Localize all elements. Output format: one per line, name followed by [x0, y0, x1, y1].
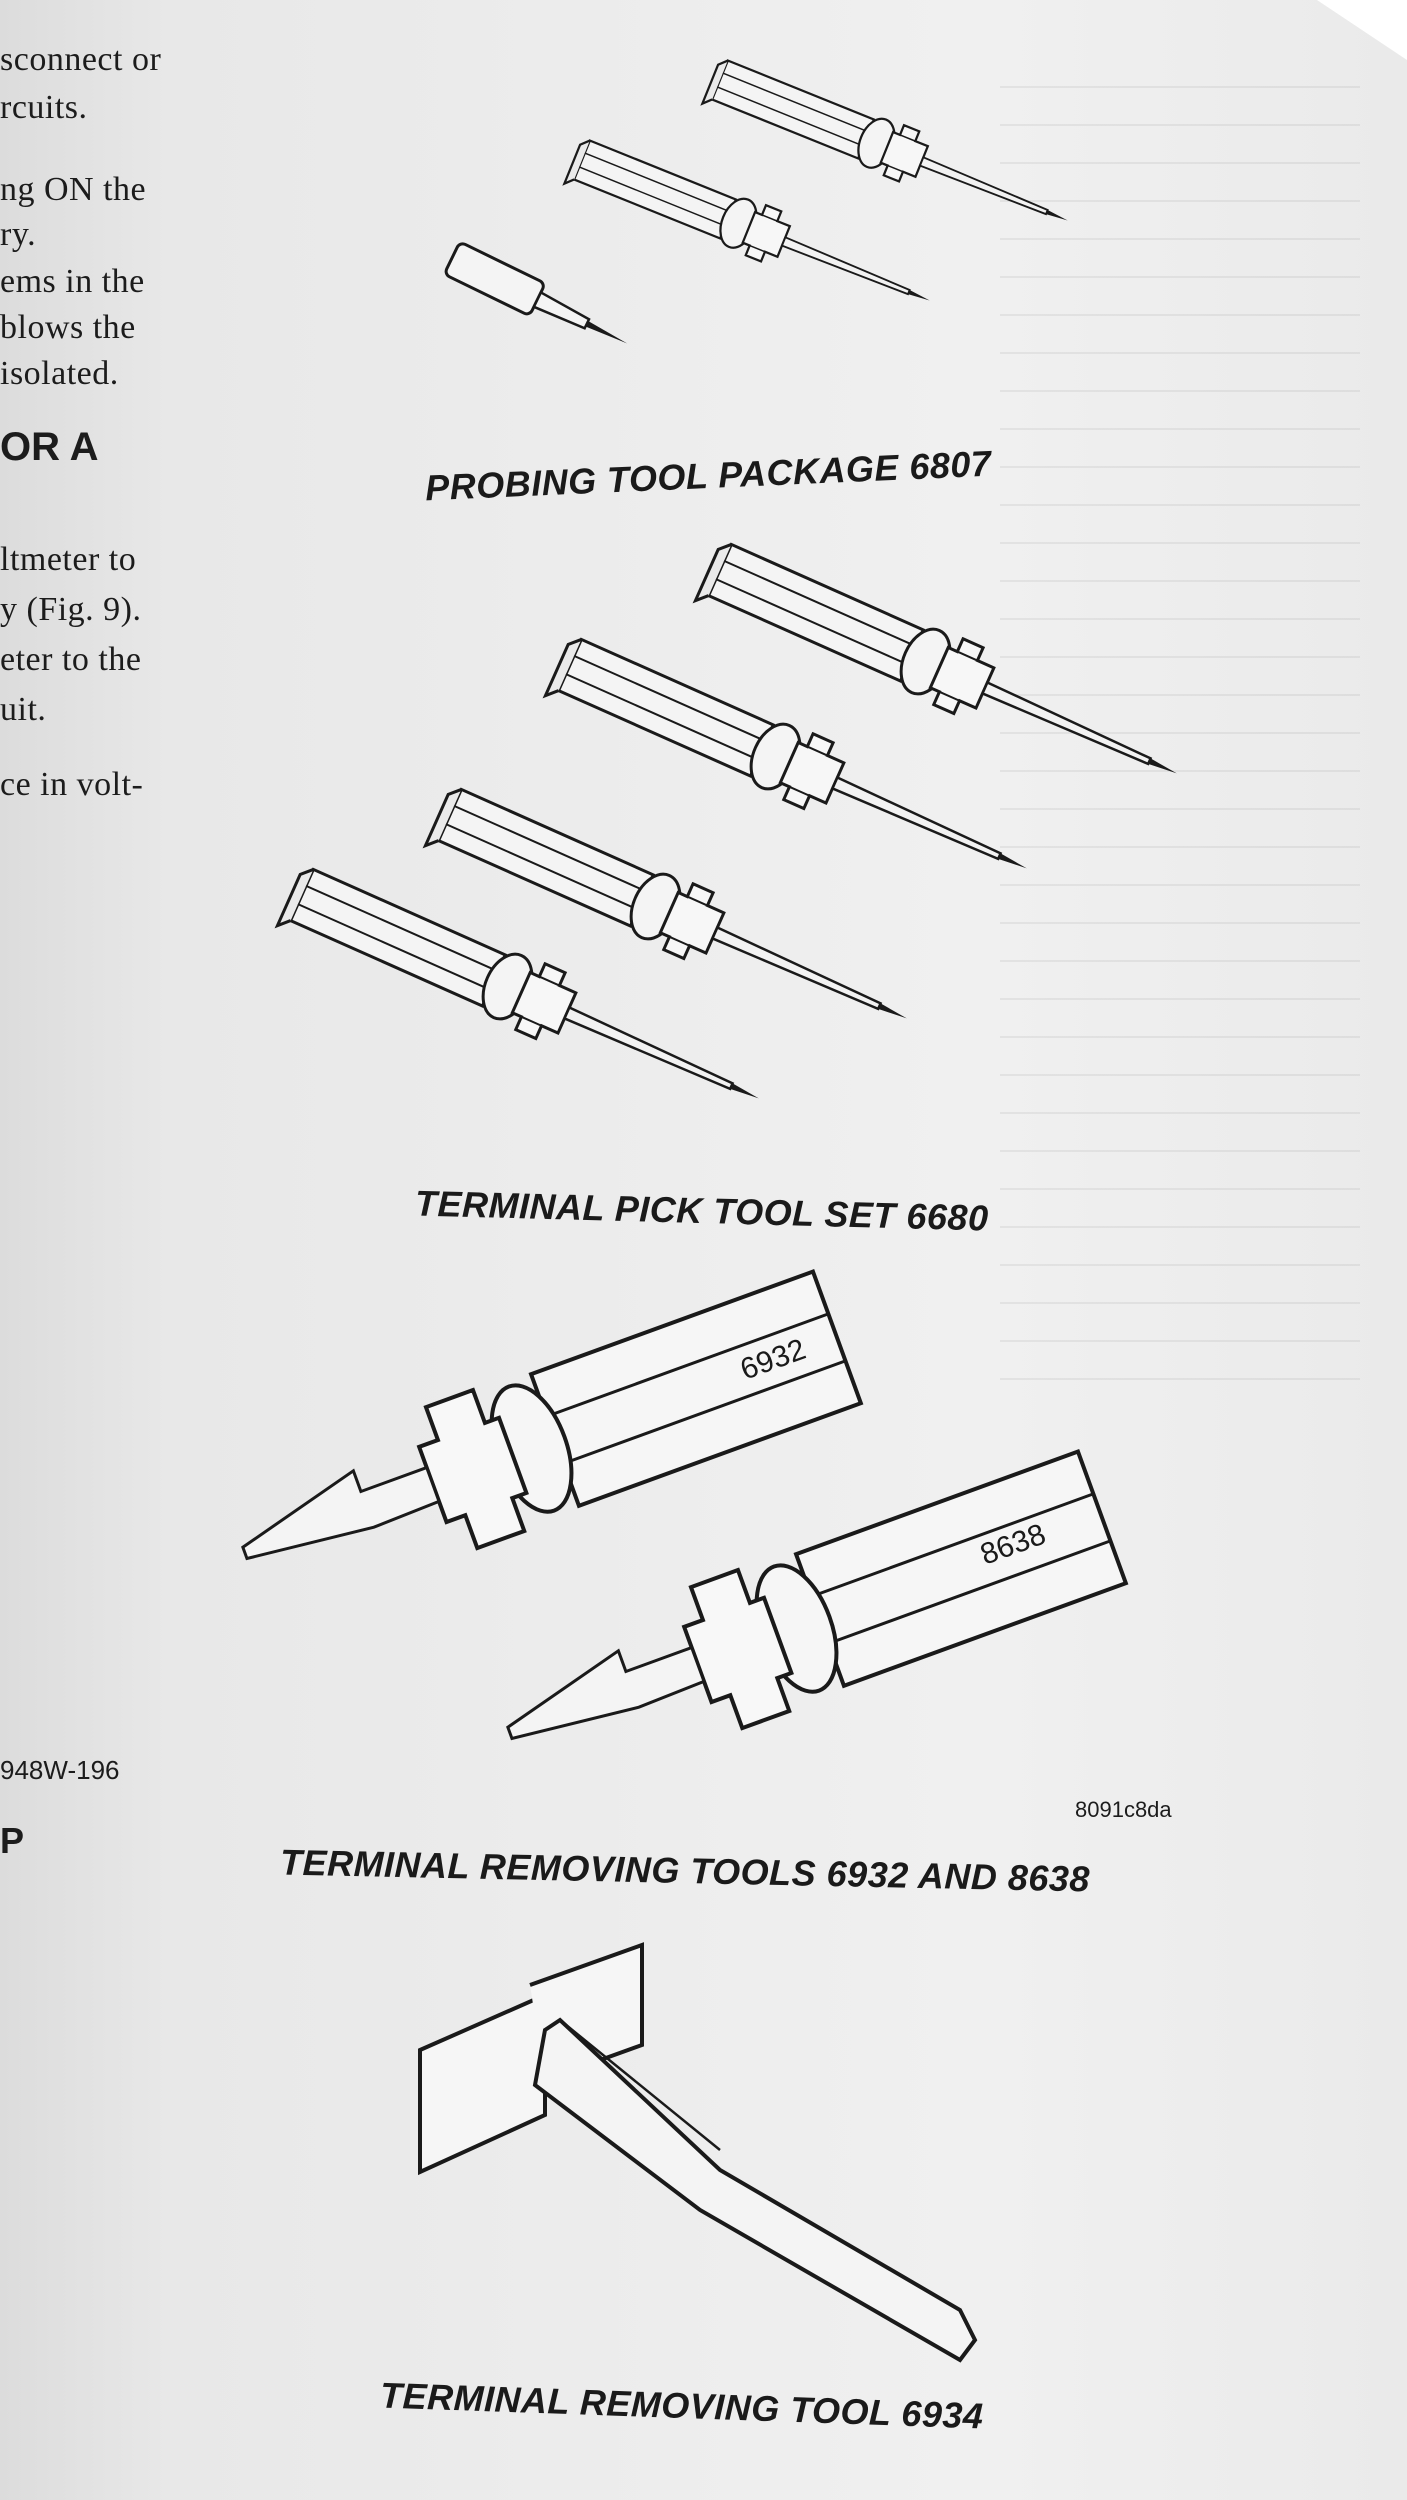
left-line-8: ltmeter to [0, 541, 137, 578]
figure-code: 8091c8da [1075, 1797, 1172, 1822]
page-corner [1317, 0, 1407, 60]
left-line-5: ems in the [0, 263, 145, 300]
left-line-9: y (Fig. 9). [0, 591, 142, 628]
removing-tool-6932 [241, 1269, 864, 1561]
left-line-12: ce in volt- [0, 766, 144, 803]
left-heading: OR A [0, 425, 99, 469]
left-line-2: rcuits. [0, 89, 88, 126]
bleed-through-texture [1000, 80, 1360, 1380]
left-figure-code: 948W-196 [0, 1755, 120, 1785]
left-line-4: ry. [0, 216, 37, 253]
left-line-7: isolated. [0, 355, 119, 392]
removing-tool-6934 [418, 1942, 978, 2363]
left-line-3: ng ON the [0, 171, 147, 208]
probing-tool-3 [444, 242, 628, 344]
left-line-1: sconnect or [0, 41, 162, 78]
left-heading-fragment: P [0, 1820, 25, 1861]
left-line-6: blows the [0, 309, 136, 346]
left-line-11: uit. [0, 691, 47, 728]
left-line-10: eter to the [0, 641, 142, 678]
removing-tool-8638 [506, 1449, 1129, 1741]
